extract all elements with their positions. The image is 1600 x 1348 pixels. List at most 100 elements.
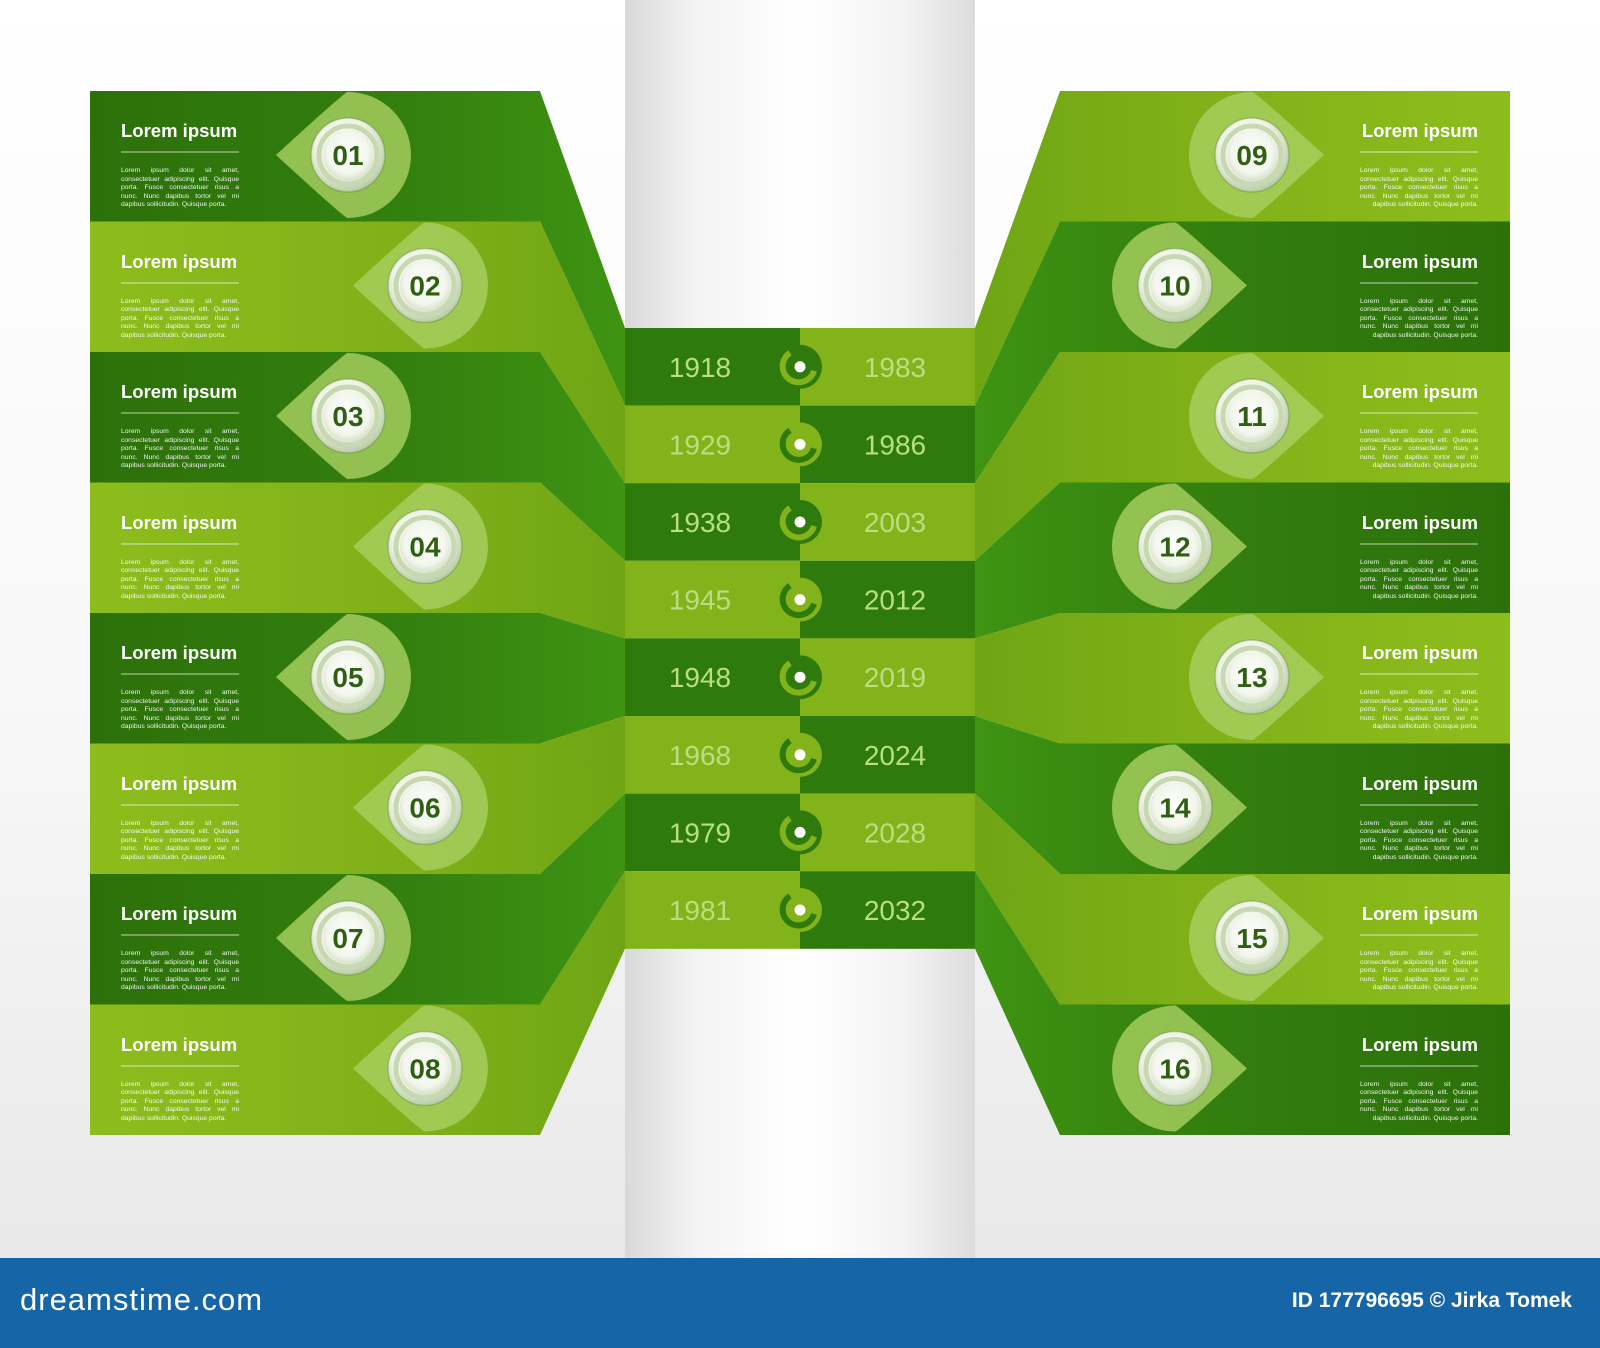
step-number: 12 — [1159, 532, 1190, 563]
panel-title: Lorem ipsum — [121, 903, 238, 924]
left-year-band-8 — [625, 871, 800, 949]
right-year-label: 2012 — [864, 585, 926, 616]
spiral-hook-icon — [778, 732, 822, 777]
left-year-band-2 — [625, 405, 800, 484]
step-number: 11 — [1237, 401, 1267, 432]
step-number: 03 — [332, 401, 363, 432]
panel-divider — [121, 803, 239, 806]
right-year-label: 1986 — [864, 429, 926, 460]
panel-body-text: Lorem ipsum dolor sit amet, consectetuer… — [121, 558, 239, 600]
right-year-label: 2032 — [864, 895, 926, 926]
right-year-band-4 — [800, 560, 975, 639]
step-number: 04 — [409, 532, 441, 563]
right-year-band-8 — [800, 871, 975, 949]
eye-lens-disc-icon: 13 — [1189, 613, 1324, 741]
spiral-hook-icon — [778, 888, 822, 932]
panel-body-text: Lorem ipsum dolor sit amet, consectetuer… — [121, 819, 239, 861]
panel-title: Lorem ipsum — [1361, 381, 1478, 402]
panel-divider — [1360, 151, 1478, 153]
panel-body-text: Lorem ipsum dolor sit amet, consectetuer… — [121, 167, 239, 209]
right-year-band-6 — [800, 716, 975, 794]
spiral-hook-icon — [778, 422, 822, 467]
step-number: 08 — [409, 1054, 440, 1085]
panel-title: Lorem ipsum — [121, 642, 238, 663]
eye-lens-disc-icon: 01 — [276, 91, 411, 219]
panel-divider — [1360, 803, 1478, 806]
panel-divider — [1360, 542, 1478, 545]
left-ribbon-4 — [90, 482, 625, 639]
panel-body-text: Lorem ipsum dolor sit amet, consectetuer… — [1360, 558, 1478, 600]
panel-divider — [121, 1064, 239, 1067]
spiral-hook-icon — [778, 810, 822, 855]
right-year-label: 2024 — [864, 740, 926, 771]
panel-divider — [121, 673, 239, 675]
panel-divider — [121, 934, 239, 936]
spiral-hook-icon — [778, 577, 822, 622]
eye-lens-disc-icon: 03 — [276, 352, 411, 480]
right-year-band-7 — [800, 793, 975, 872]
left-year-band-5 — [625, 638, 800, 716]
panel-divider — [121, 542, 239, 545]
step-number: 13 — [1236, 662, 1267, 693]
right-year-label: 2028 — [864, 817, 926, 848]
panel-body-text: Lorem ipsum dolor sit amet, consectetuer… — [121, 689, 239, 731]
panel-divider — [1360, 673, 1478, 675]
footer-bar: dreamstime.com ID 177796695 © Jirka Tome… — [0, 1258, 1600, 1348]
step-number: 05 — [332, 662, 363, 693]
eye-lens-disc-icon: 04 — [353, 483, 489, 610]
left-year-band-4 — [625, 560, 800, 639]
eye-lens-disc-icon: 02 — [353, 222, 489, 349]
spiral-hook-icon — [778, 500, 822, 544]
right-ribbon-8 — [975, 871, 1510, 1135]
panel-body-text: Lorem ipsum dolor sit amet, consectetuer… — [121, 297, 239, 339]
eye-lens-disc-icon: 16 — [1112, 1005, 1247, 1132]
eye-lens-disc-icon: 15 — [1189, 874, 1324, 1002]
spiral-hook-icon — [778, 344, 822, 389]
panel-title: Lorem ipsum — [1361, 903, 1478, 924]
right-year-label: 1983 — [864, 352, 926, 383]
step-number: 14 — [1159, 793, 1191, 824]
panel-divider — [1360, 412, 1478, 414]
panel-body-text: Lorem ipsum dolor sit amet, consectetuer… — [121, 1080, 239, 1122]
panel-body-text: Lorem ipsum dolor sit amet, consectetuer… — [1360, 428, 1478, 470]
eye-lens-disc-icon: 12 — [1112, 483, 1247, 610]
left-year-label: 1918 — [669, 352, 731, 383]
left-year-label: 1929 — [669, 429, 731, 460]
left-year-label: 1981 — [669, 895, 731, 926]
panel-divider — [1360, 1064, 1478, 1067]
panel-divider — [1360, 934, 1478, 936]
right-ribbon-4 — [975, 482, 1510, 639]
left-year-label: 1938 — [669, 507, 731, 538]
left-year-label: 1979 — [669, 817, 731, 848]
step-number: 16 — [1159, 1054, 1190, 1085]
left-year-band-3 — [625, 483, 800, 561]
panel-title: Lorem ipsum — [121, 381, 238, 402]
right-ribbon-2 — [975, 221, 1510, 484]
eye-lens-disc-icon: 14 — [1112, 744, 1247, 871]
left-year-label: 1968 — [669, 740, 731, 771]
step-number: 01 — [332, 140, 363, 171]
left-year-label: 1948 — [669, 662, 731, 693]
eye-lens-disc-icon: 08 — [353, 1005, 488, 1132]
panel-divider — [1360, 281, 1478, 284]
left-year-band-7 — [625, 793, 800, 872]
panel-body-text: Lorem ipsum dolor sit amet, consectetuer… — [1360, 167, 1478, 209]
panel-title: Lorem ipsum — [1361, 120, 1478, 141]
panel-title: Lorem ipsum — [121, 120, 238, 141]
left-year-label: 1945 — [669, 585, 731, 616]
right-year-label: 2019 — [864, 662, 926, 693]
left-ribbon-6 — [90, 716, 625, 874]
right-ribbon-1 — [975, 91, 1510, 406]
eye-lens-disc-icon: 09 — [1189, 91, 1324, 219]
